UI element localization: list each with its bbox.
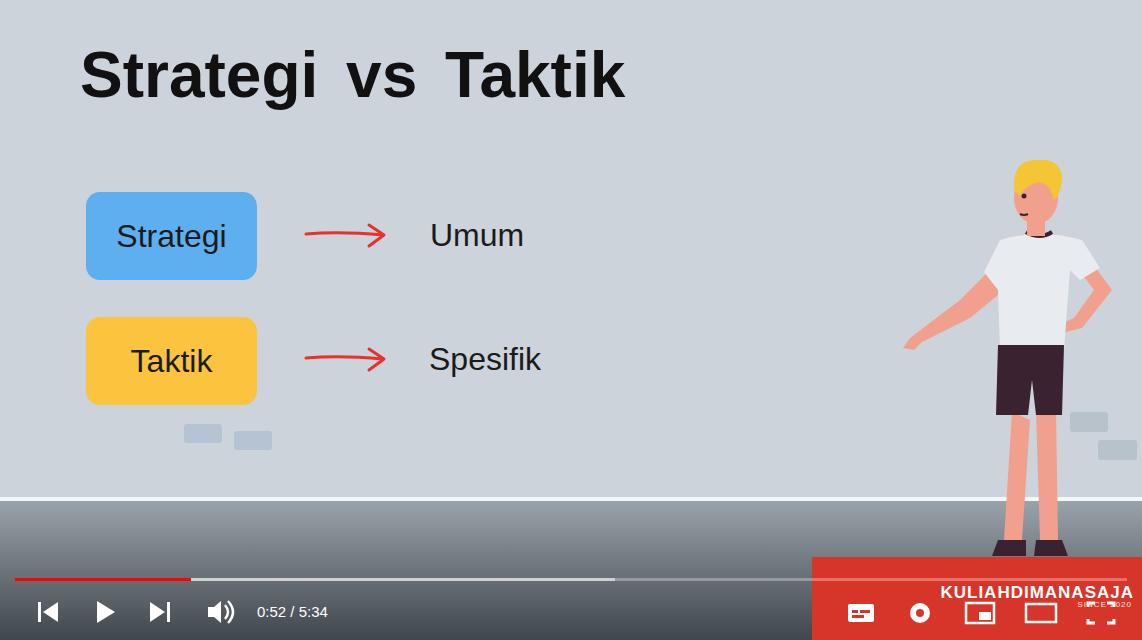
- progress-buffer: [15, 578, 615, 581]
- slide-title: Strategi vs Taktik: [80, 38, 625, 112]
- watermark-year: SINCE 2020: [1078, 600, 1132, 609]
- floor-line: [0, 497, 1142, 501]
- definition-text: Spesifik: [429, 341, 541, 378]
- floor: [0, 501, 1142, 640]
- definition-text: Umum: [430, 217, 524, 254]
- video-time: 0:52 / 5:34: [257, 603, 328, 620]
- concept-box: Strategi: [86, 192, 257, 280]
- watermark-panel: [812, 557, 1142, 640]
- player-controls: [38, 601, 1114, 623]
- concept-box: Taktik: [86, 317, 257, 405]
- brick: [184, 424, 222, 443]
- box-label: Taktik: [131, 343, 213, 380]
- progress-track: [15, 578, 1127, 581]
- wall: [0, 0, 1142, 500]
- presenter-figure: [903, 160, 1112, 556]
- brick: [1098, 440, 1137, 460]
- brick: [1070, 412, 1108, 432]
- box-label: Strategi: [116, 218, 226, 255]
- red-arrow: [306, 349, 384, 370]
- brick: [234, 431, 272, 450]
- red-arrow: [306, 225, 384, 246]
- progress-played: [15, 578, 191, 581]
